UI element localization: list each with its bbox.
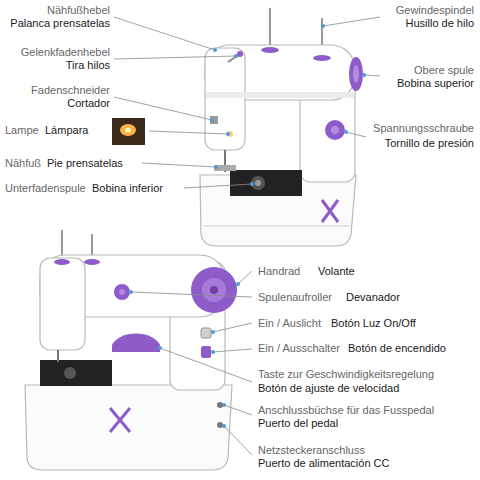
spanish-part-label: Puerto del pedal <box>258 417 338 430</box>
spanish-part-label: Bobina superior <box>397 77 474 90</box>
spanish-part-label: Bobina inferior <box>92 182 163 195</box>
german-part-label: Taste zur Geschwindigkeitsregelung <box>258 368 434 381</box>
spanish-part-label: Pie prensatelas <box>47 157 123 170</box>
german-part-label: Ein / Ausschalter <box>258 342 340 355</box>
german-part-label: Spulenaufroller <box>258 291 332 304</box>
spanish-part-label: Botón Luz On/Off <box>331 317 416 330</box>
german-part-label: Netzsteckeranschluss <box>258 444 365 457</box>
german-part-label: Obere spule <box>414 64 474 77</box>
german-part-label: Nähfußhebel <box>47 4 110 17</box>
german-part-label: Fadenschneider <box>31 84 110 97</box>
spanish-part-label: Palanca prensatelas <box>10 17 110 30</box>
spanish-part-label: Puerto de alimentación CC <box>258 457 389 470</box>
german-part-label: Unterfadenspule <box>5 182 86 195</box>
german-part-label: Spannungsschraube <box>373 122 474 135</box>
german-part-label: Lampe <box>5 124 39 137</box>
bottom-machine <box>25 230 237 470</box>
spanish-part-label: Cortador <box>67 97 110 110</box>
german-part-label: Anschlussbüchse für das Fusspedal <box>258 404 434 417</box>
spanish-part-label: Volante <box>318 265 355 278</box>
top-machine <box>200 8 363 246</box>
spanish-part-label: Tira hilos <box>66 59 110 72</box>
german-part-label: Gewindespindel <box>396 4 474 17</box>
german-part-label: Gelenkfadenhebel <box>21 46 110 59</box>
lamp-photo <box>112 118 145 145</box>
spanish-part-label: Devanador <box>346 291 400 304</box>
spanish-part-label: Husillo de hilo <box>406 17 474 30</box>
german-part-label: Ein / Auslicht <box>258 317 321 330</box>
spanish-part-label: Tornillo de presión <box>385 137 474 150</box>
spanish-part-label: Botón de ajuste de velocidad <box>258 382 399 395</box>
leader-dots <box>129 24 366 428</box>
spanish-part-label: Botón de encendido <box>348 342 446 355</box>
german-part-label: Handrad <box>258 265 300 278</box>
german-part-label: Nähfuß <box>5 157 41 170</box>
spanish-part-label: Lámpara <box>45 124 88 137</box>
